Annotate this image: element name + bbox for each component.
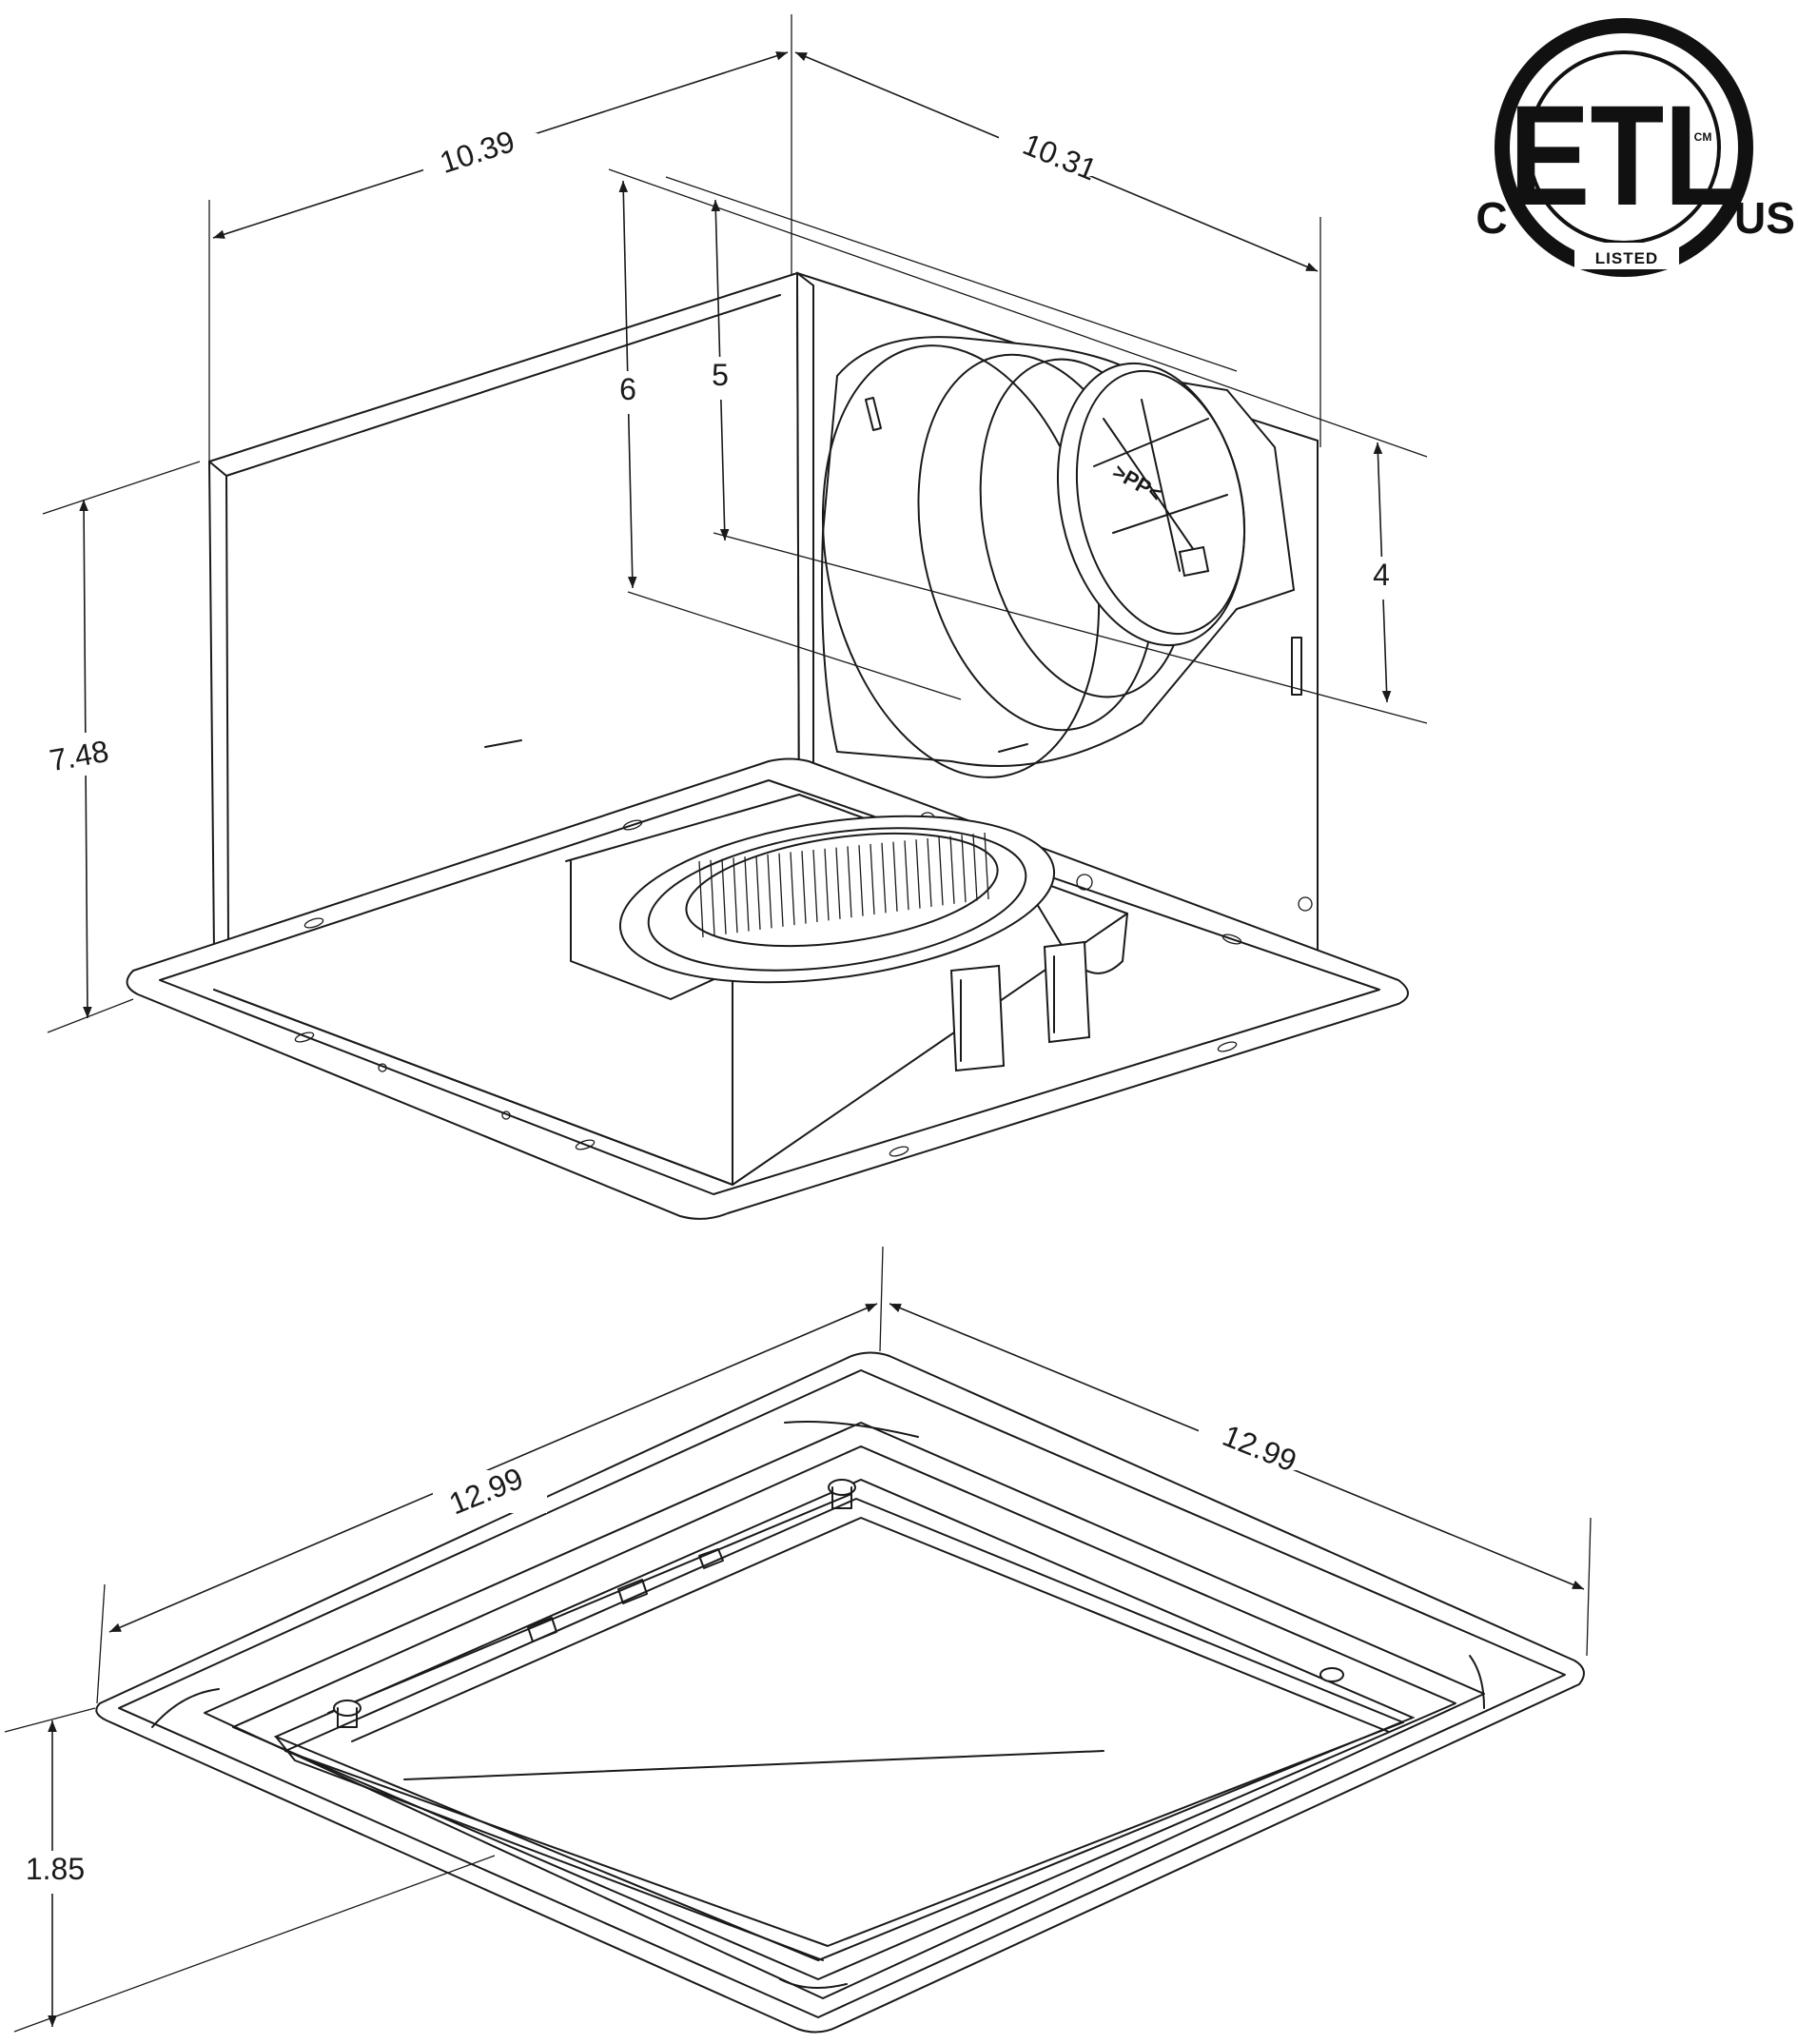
blower-blade [767,854,772,929]
housing-dimensions: 10.39 10.31 7.48 6 5 4 [38,14,1403,1033]
fan-housing: >PP< [126,168,1428,1220]
dim-grille-height: 1.85 [26,1852,85,1886]
blower-blade [858,845,864,916]
etl-mark-text: ETL [1509,76,1738,235]
blower-blade [984,832,989,900]
etl-c-label: C [1476,193,1507,243]
blower-blade [881,842,887,914]
blower-blade [847,846,852,918]
blower-blade [710,859,715,936]
blower-blade [892,841,898,912]
blower-blade [904,840,909,911]
duct-collar: >PP< [821,336,1296,778]
blower-blade [721,858,727,934]
wiring-box [949,940,1091,1072]
blower-blade [812,849,818,923]
blower-blade [870,843,875,915]
dim-duct-outer: 6 [619,372,636,406]
blower-blade [744,856,750,932]
blower-blade [835,847,841,919]
blower-blade [778,853,784,927]
blower-blade [938,836,944,906]
blower-blade [801,851,807,924]
blower-blade [949,835,955,904]
blower-blade [927,837,932,908]
blower-blade [972,834,978,901]
dim-duct-mid: 5 [712,358,729,392]
blower-blade [698,860,704,938]
etl-cm-text: CM [1694,130,1712,144]
blower-blade [824,848,830,921]
grille-dimensions: 12.99 12.99 1.85 [4,1246,1592,2033]
etl-us-label: US [1734,193,1795,243]
blower-blade [961,835,967,903]
grille-cover [95,1351,1585,2034]
dim-duct-inner: 4 [1373,558,1390,592]
etl-listed-logo: ETL LISTED CM C US [1476,18,1795,277]
blower-wheel [618,815,1056,984]
blower-blade [915,839,921,909]
blower-blade [790,852,795,926]
blower-blade [733,857,738,934]
blower-blade [755,855,761,931]
etl-listed-text: LISTED [1595,249,1658,267]
